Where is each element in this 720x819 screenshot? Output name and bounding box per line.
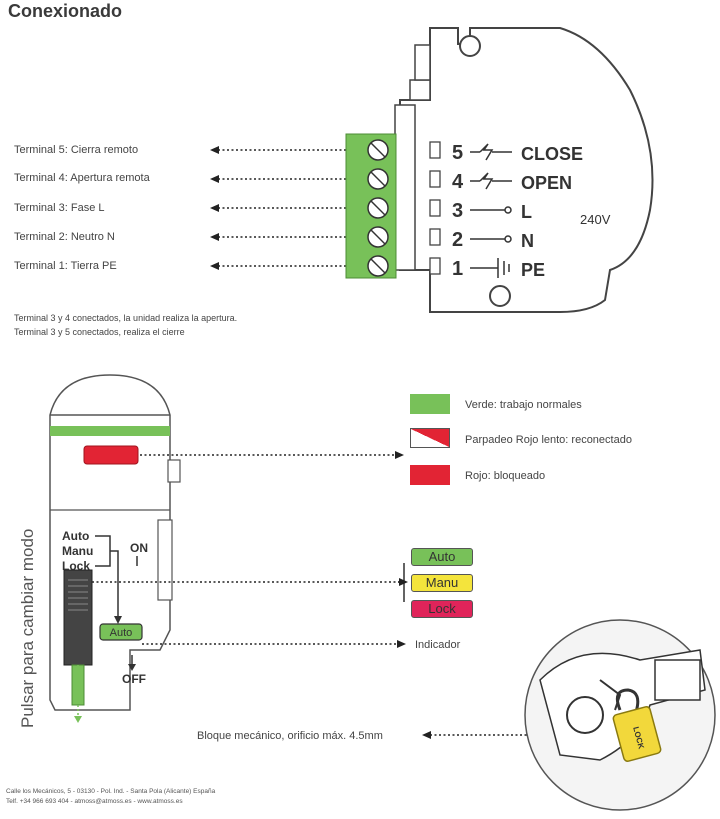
device-l: L [521,202,532,222]
device-n: N [521,231,534,251]
indicator-auto: Auto [110,627,133,639]
page-title: Conexionado [8,1,123,21]
breaker-mode-diagram: Auto Manu Lock ON Auto OFF LOCK [49,374,716,811]
device-open: OPEN [521,173,572,193]
device-voltage: 240V [580,212,611,227]
indicator-label: Indicador [415,639,461,651]
switch-auto: Auto [62,529,89,543]
device-t3: 3 [452,200,463,222]
switch-lock: Lock [62,559,90,573]
switch-off: OFF [122,672,146,686]
lock-label: Bloque mecánico, orificio máx. 4.5mm [197,730,383,742]
mode-switch [63,569,93,666]
terminal-3-label: Terminal 3: Fase L [14,202,105,214]
footer-address: Calle los Mecánicos, 5 - 03130 - Pol. In… [6,788,216,795]
note-open: Terminal 3 y 4 conectados, la unidad rea… [14,313,238,323]
device-pe: PE [521,260,545,280]
switch-manu: Manu [62,544,93,558]
device-t1: 1 [452,258,463,280]
status-led [83,445,139,465]
terminal-1-label: Terminal 1: Tierra PE [14,260,117,272]
legend-red-label: Rojo: bloqueado [465,470,546,482]
padlock [612,706,662,762]
legend-green-label: Verde: trabajo normales [465,399,582,411]
status-bar [50,426,170,436]
device-housing [399,27,654,313]
mode-lock: Lock [411,600,473,618]
device-close: CLOSE [521,144,583,164]
terminal-2-label: Terminal 2: Neutro N [14,231,115,243]
side-instruction: Pulsar para cambiar modo [18,528,37,728]
footer-contact: Telf. +34 966 693 404 - atmoss@atmoss.es… [6,798,183,805]
mode-indicator [99,623,143,641]
legend-blink-label: Parpadeo Rojo lento: reconectado [465,434,632,446]
device-t4: 4 [452,171,464,193]
switch-on: ON [130,541,148,555]
terminal-5-label: Terminal 5: Cierra remoto [14,144,139,156]
mode-manu: Manu [411,574,473,592]
terminal-wiring-diagram: 5 4 3 2 1 CLOSE OPEN L N PE 240V [210,27,654,313]
device-t5: 5 [452,142,463,164]
device-t2: 2 [452,229,463,251]
mode-auto: Auto [411,548,473,566]
legend-green-swatch [410,394,450,414]
legend-blink-swatch [410,428,450,448]
note-close: Terminal 3 y 5 conectados, realiza el ci… [14,327,185,337]
terminal-4-label: Terminal 4: Apertura remota [14,172,150,184]
legend-red-swatch [410,465,450,485]
terminal-arrows [218,149,350,267]
